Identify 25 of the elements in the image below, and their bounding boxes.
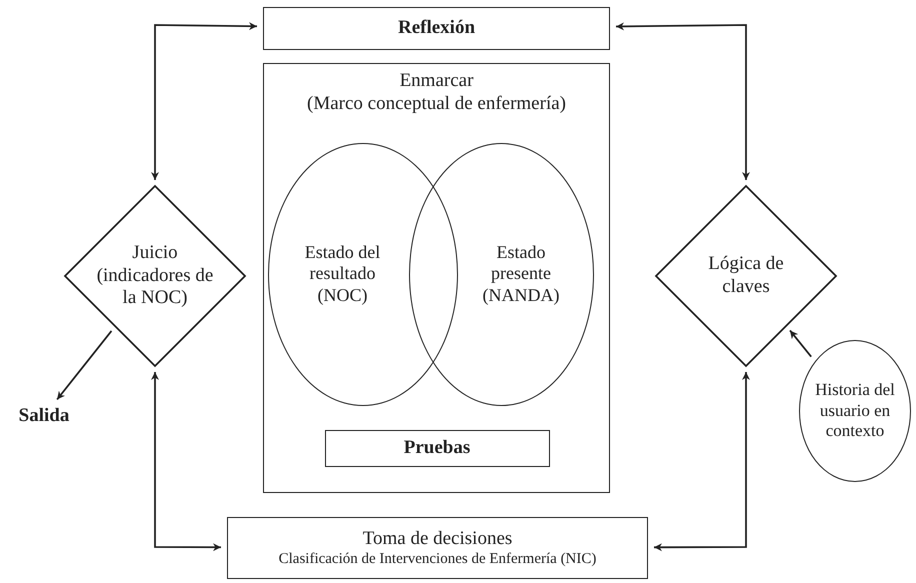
- arrow: [56, 330, 112, 400]
- frame-box: [263, 63, 610, 493]
- node-label: (Marco conceptual de enfermería): [307, 92, 566, 116]
- ellipse: [799, 340, 911, 482]
- node-label: Toma de decisiones: [362, 528, 512, 550]
- arrow: [616, 22, 750, 180]
- arrow: [151, 372, 221, 552]
- node-label: Enmarcar: [400, 70, 474, 93]
- ellipse: [408, 142, 594, 406]
- arrow: [789, 330, 812, 358]
- arrow: [654, 372, 750, 552]
- node-label: Reflexión: [398, 17, 476, 40]
- node-label: Estado presente (NANDA): [482, 242, 560, 306]
- node-label: Juicio (indicadores de la NOC): [96, 242, 214, 310]
- process-box: [263, 7, 610, 50]
- process-box: [324, 430, 550, 466]
- node-label: Estado del resultado (NOC): [304, 242, 382, 306]
- node-label: Pruebas: [404, 436, 470, 460]
- process-box: [227, 517, 648, 579]
- arrow: [151, 22, 258, 180]
- node-label: Clasificación de Intervenciones de Enfermería (NIC): [278, 550, 596, 568]
- node-label: Lógica de claves: [707, 253, 785, 299]
- ellipse: [268, 142, 458, 406]
- node-label: Historia del usuario en contexto: [814, 380, 896, 442]
- output-label: Salida: [18, 404, 70, 428]
